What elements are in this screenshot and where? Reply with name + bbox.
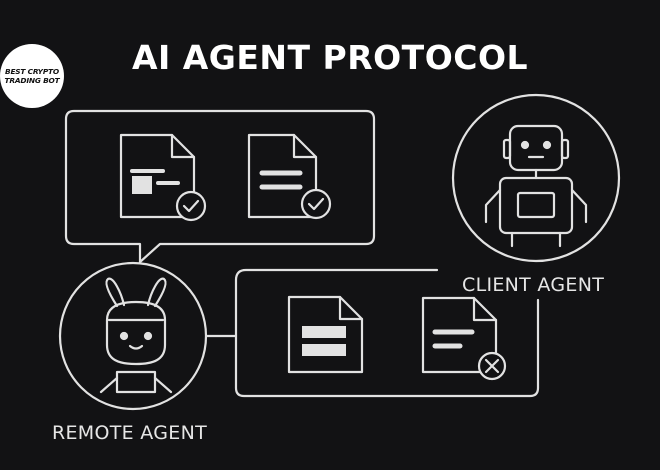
client-agent-label: CLIENT AGENT xyxy=(462,274,605,296)
logo-line-2: TRADING BOT xyxy=(4,76,60,85)
document-icon-bottom xyxy=(287,295,364,374)
document-reject-icon xyxy=(421,296,507,381)
top-message-panel xyxy=(64,109,376,264)
client-connector xyxy=(234,268,540,398)
document-check-icon-1 xyxy=(119,133,207,222)
brand-logo: BEST CRYPTO TRADING BOT xyxy=(0,44,64,108)
page-title: AI AGENT PROTOCOL xyxy=(131,38,529,77)
document-check-icon-2 xyxy=(247,133,332,220)
logo-line-1: BEST CRYPTO xyxy=(5,67,59,76)
remote-agent-robot xyxy=(58,261,208,411)
client-agent-robot xyxy=(451,93,621,263)
remote-agent-label: REMOTE AGENT xyxy=(52,422,208,444)
